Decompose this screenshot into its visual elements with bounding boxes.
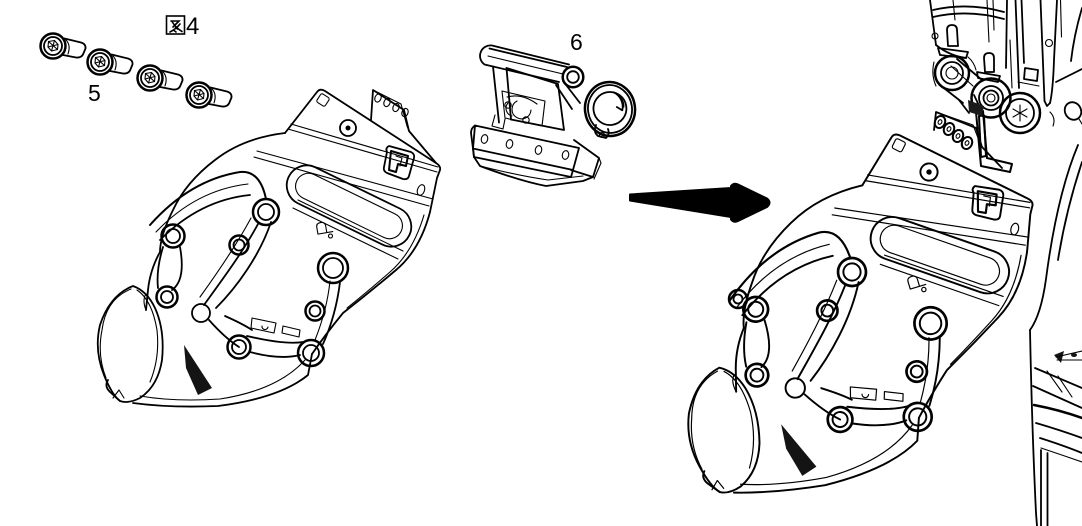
svg-text:4: 4 — [186, 13, 199, 40]
svg-text:6: 6 — [570, 29, 583, 55]
svg-text:5: 5 — [88, 80, 101, 106]
